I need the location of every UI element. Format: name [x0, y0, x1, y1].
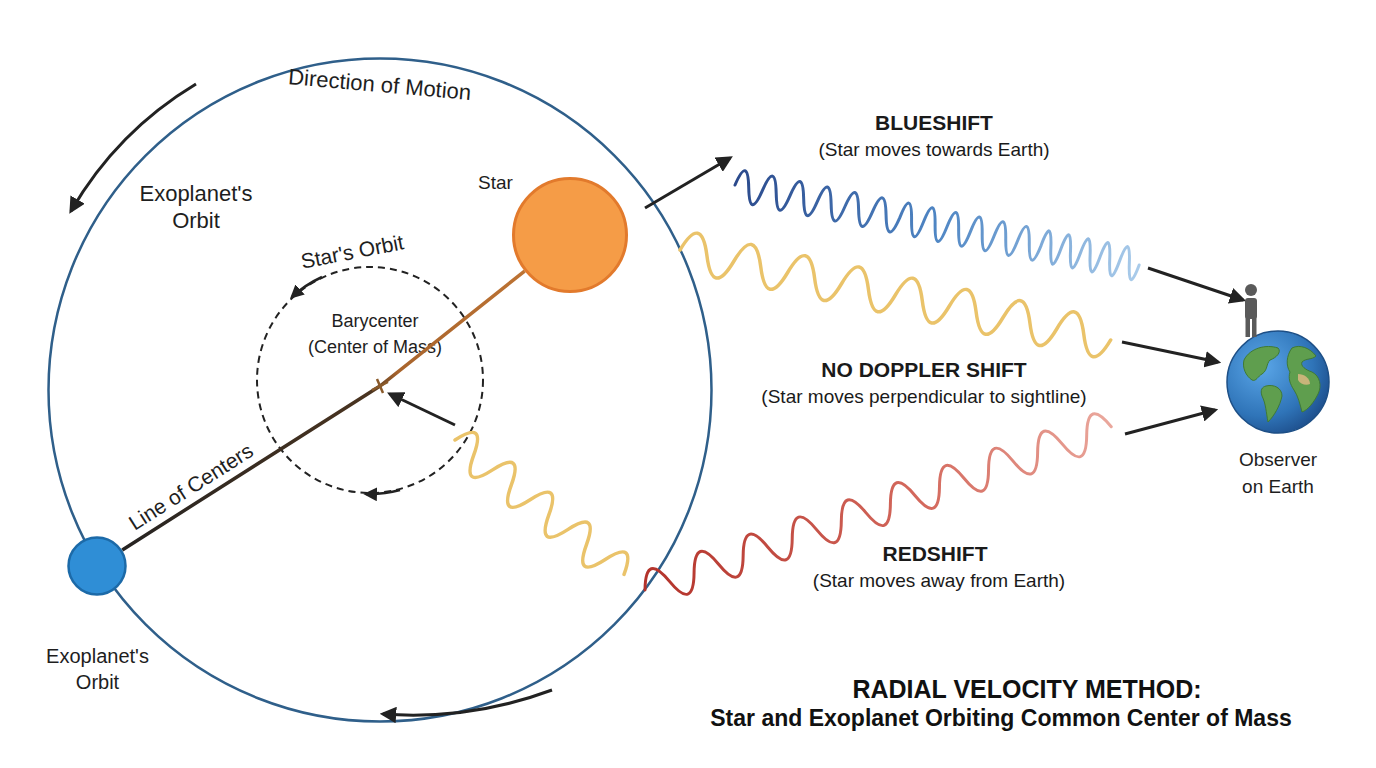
node-outline: [256, 266, 484, 494]
star-body: Star: [512, 177, 628, 293]
star-label: Star: [478, 171, 513, 194]
observer-leg: [1252, 316, 1257, 337]
continent-shape: [1243, 347, 1279, 381]
shift-note: (Star moves towards Earth): [634, 139, 1234, 161]
shift-heading: REDSHIFT: [635, 542, 1235, 566]
orbit-direction-arrow: [383, 690, 552, 715]
orbit-label: Exoplanet's Orbit: [126, 180, 266, 234]
star-orbit-arrow: [292, 277, 322, 297]
planet-disc: [69, 538, 126, 595]
observer-body: [1245, 298, 1257, 319]
node-outline: [47, 57, 713, 723]
orbit-path: [49, 59, 712, 722]
diagram-caption: Star and Exoplanet Orbiting Common Cente…: [601, 705, 1376, 732]
light-arrow: [1148, 268, 1243, 300]
blueshift-wave: [732, 169, 1142, 280]
orbit-circle: Star's OrbitBarycenter (Center of Mass)S…: [47, 57, 713, 723]
orbit-label: Exoplanet's Orbit: [35, 643, 160, 695]
orbit-direction-arrow: [71, 84, 196, 211]
motion-label: Direction of Motion: [287, 64, 472, 106]
pointer-arrow: [390, 394, 455, 425]
exoplanet-body: Exoplanet's Orbit: [67, 536, 127, 596]
neutral-wave: [444, 426, 635, 589]
continent-shape: [1287, 346, 1320, 412]
continent-shape: [1261, 385, 1282, 422]
shift-note: (Star moves away from Earth): [639, 570, 1239, 592]
orbit-label: Star's Orbit: [299, 229, 406, 273]
observer-leg: [1246, 316, 1251, 337]
earth-disc: [1227, 331, 1329, 433]
shift-note: (Star moves perpendicular to sightline): [624, 386, 1224, 408]
desert-shape: [1298, 374, 1310, 385]
star-orbit-circle: Star's OrbitBarycenter (Center of Mass): [256, 266, 484, 494]
node-outline: [67, 536, 127, 596]
shift-heading: BLUESHIFT: [634, 111, 1234, 135]
barycenter-mark: [372, 379, 388, 393]
observer-label: Observer on Earth: [1233, 446, 1323, 500]
node-outline: [512, 177, 628, 293]
earth-globe: Observer on Earth: [1226, 330, 1330, 434]
neutral-wave: [676, 230, 1115, 359]
motion-arrow: [645, 158, 730, 208]
center-line: [122, 271, 524, 550]
light-arrow: [1122, 342, 1218, 362]
line-label: Line of Centers: [125, 439, 258, 536]
shift-heading: NO DOPPLER SHIFT: [624, 358, 1224, 382]
light-arrow: [1125, 410, 1215, 434]
node-outline: [1226, 330, 1330, 434]
star-orbit-path: [257, 267, 483, 493]
star-disc: [514, 179, 627, 292]
star-orbit-arrow: [366, 490, 400, 494]
observer-head: [1245, 284, 1257, 296]
barycenter-label: Barycenter (Center of Mass): [305, 308, 445, 360]
diagram-title: RADIAL VELOCITY METHOD:: [627, 675, 1376, 704]
